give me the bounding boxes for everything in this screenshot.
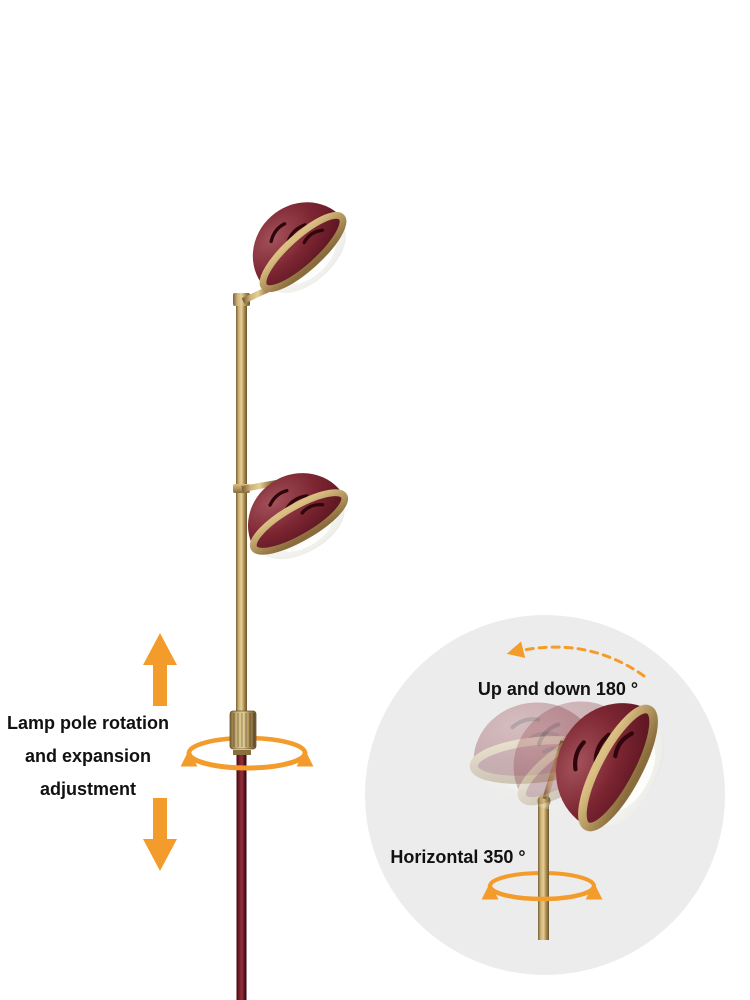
up-down-label: Up and down 180 ° bbox=[478, 679, 638, 699]
pole-adjustment-label-line3: adjustment bbox=[40, 779, 136, 799]
down-arrow-icon bbox=[143, 798, 177, 871]
lamp-head-middle bbox=[230, 455, 360, 575]
inset-rotation-arrow-icon bbox=[481, 882, 603, 902]
lamp-pole-upper bbox=[236, 300, 247, 714]
detail-inset: Up and down 180 ° Horizontal 350 ° bbox=[365, 615, 725, 975]
adjustment-collar bbox=[229, 710, 257, 755]
lamp-pole-lower bbox=[236, 752, 247, 1000]
rotation-arrow-icon bbox=[180, 749, 314, 771]
horizontal-label: Horizontal 350 ° bbox=[390, 847, 525, 867]
floor-lamp bbox=[180, 182, 363, 1000]
up-arrow-icon bbox=[143, 633, 177, 706]
inset-pole bbox=[538, 802, 549, 940]
pole-adjustment-label: Lamp pole rotation and expansion adjustm… bbox=[7, 713, 169, 799]
lamp-head-top bbox=[232, 182, 362, 310]
pole-adjustment-label-line1: Lamp pole rotation bbox=[7, 713, 169, 733]
pole-adjustment-label-line2: and expansion bbox=[25, 746, 151, 766]
tilt-arc-icon bbox=[506, 641, 646, 678]
